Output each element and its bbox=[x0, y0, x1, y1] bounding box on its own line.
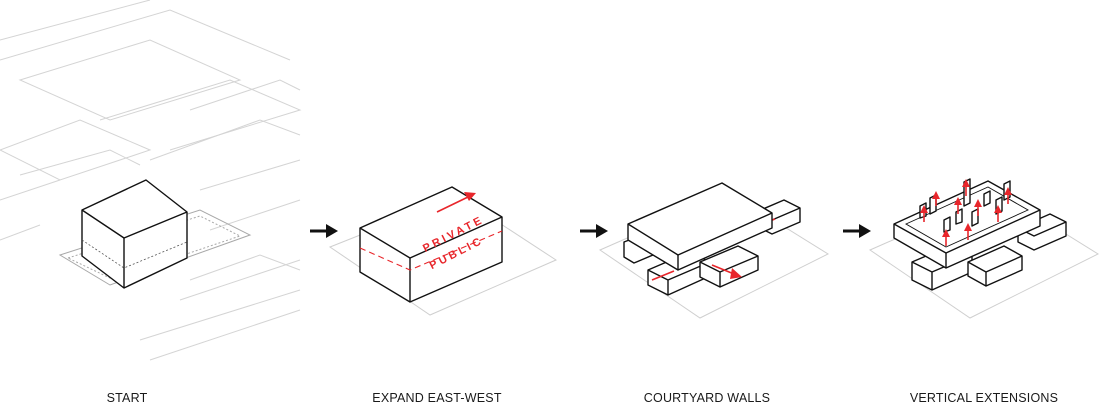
start-diagram bbox=[0, 0, 302, 361]
arrow-right-icon bbox=[310, 224, 338, 238]
arrow-right-icon bbox=[843, 224, 871, 238]
step-label-vertical-extensions: VERTICAL EXTENSIONS bbox=[909, 391, 1059, 405]
step-label-expand-east-west: EXPAND EAST-WEST bbox=[372, 391, 502, 405]
site-context bbox=[0, 0, 302, 361]
step-label-start: START bbox=[106, 391, 148, 405]
arrow-right-icon bbox=[580, 224, 608, 238]
cube-volume bbox=[81, 179, 188, 289]
courtyard-walls-diagram bbox=[598, 182, 830, 319]
vertical-extensions-diagram bbox=[868, 178, 1100, 319]
expand-east-west-diagram: PRIVATE PUBLIC bbox=[328, 186, 558, 316]
up-arrow-icons bbox=[920, 179, 1012, 246]
step-label-courtyard-walls: COURTYARD WALLS bbox=[643, 391, 771, 405]
